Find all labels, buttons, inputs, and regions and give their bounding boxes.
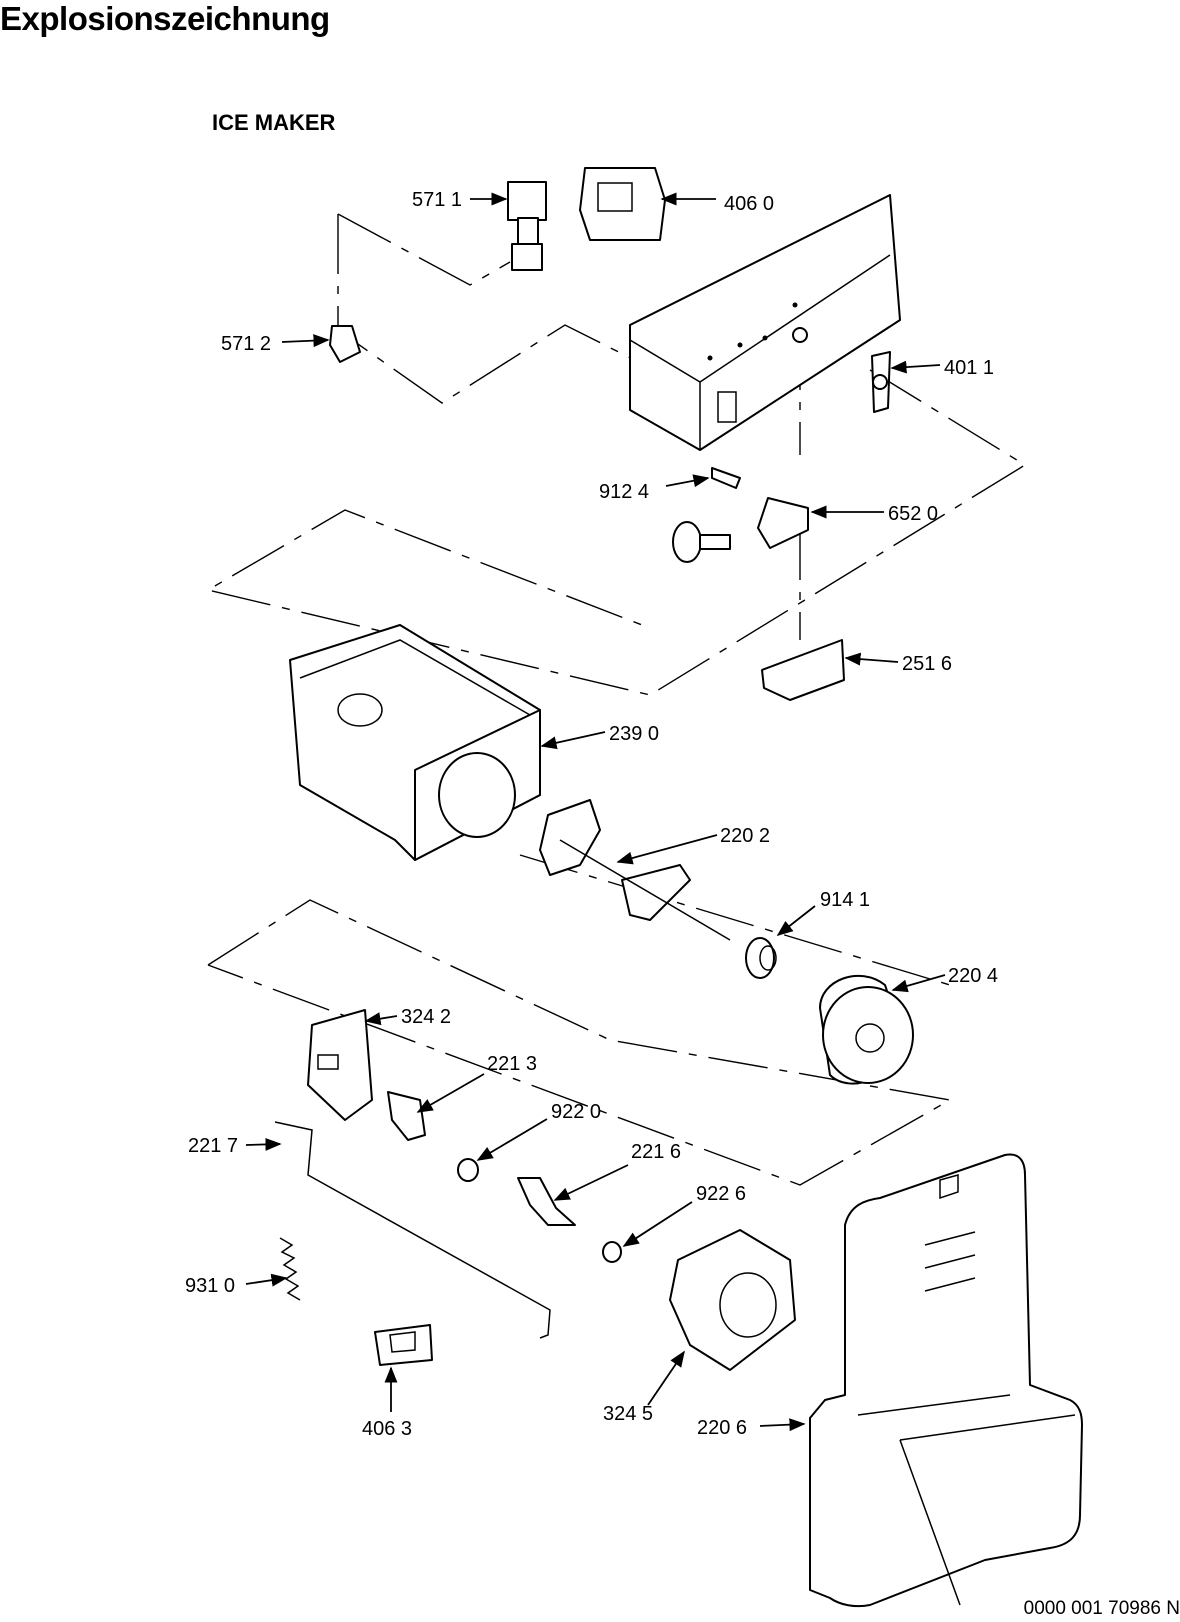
callout-4011: 401 1 — [944, 357, 994, 379]
callout-2202: 220 2 — [720, 825, 770, 847]
shutter-plate-part — [307, 1009, 373, 1121]
control-box-housing — [629, 194, 901, 451]
actuator-arm-part — [517, 1177, 576, 1226]
spring-part — [279, 1237, 301, 1301]
callout-2516: 251 6 — [902, 653, 952, 675]
cover-bracket-part — [761, 639, 845, 701]
page-title: Explosionszeichnung — [0, 0, 330, 37]
callout-3242: 324 2 — [401, 1006, 451, 1028]
callout-labels: 571 1 406 0 571 2 401 1 912 4 652 0 251 … — [185, 189, 998, 1440]
callout-9310: 931 0 — [185, 1275, 235, 1297]
callout-6520: 652 0 — [888, 503, 938, 525]
lamp-socket-part — [672, 497, 809, 563]
clip-bracket-part — [374, 1324, 433, 1366]
callout-3245: 324 5 — [603, 1403, 653, 1425]
callout-4063: 406 3 — [362, 1418, 412, 1440]
gear-housing-part — [669, 1229, 796, 1371]
callout-2206: 220 6 — [697, 1417, 747, 1439]
ice-maker-motor-part — [579, 167, 666, 241]
callout-9141: 914 1 — [820, 889, 870, 911]
ice-bucket-part — [289, 624, 541, 861]
callout-2217: 221 7 — [188, 1135, 238, 1157]
callout-2390: 239 0 — [609, 723, 659, 745]
leader-arrows — [245, 192, 946, 1432]
retaining-ring-part — [602, 1241, 622, 1263]
callout-2216: 221 6 — [631, 1141, 681, 1163]
callout-5712: 571 2 — [221, 333, 271, 355]
clip-part — [871, 351, 891, 413]
callout-4060: 406 0 — [724, 193, 774, 215]
drum-part — [819, 975, 914, 1085]
callout-9124: 912 4 — [599, 481, 649, 503]
document-id: 0000 001 70986 N — [1023, 1598, 1180, 1619]
lever-spring-part — [387, 1091, 426, 1141]
screw-part — [711, 467, 741, 489]
callout-2213: 221 3 — [487, 1053, 537, 1075]
front-cover-part — [809, 1153, 1083, 1608]
washer-part — [457, 1158, 479, 1182]
callout-2204: 220 4 — [948, 965, 998, 987]
bushing-part — [745, 937, 777, 979]
bracket-part — [329, 325, 361, 363]
callout-9220: 922 0 — [551, 1101, 601, 1123]
water-valve-part — [507, 181, 547, 271]
callout-9226: 922 6 — [696, 1183, 746, 1205]
wire-rod-part — [274, 1121, 551, 1339]
callout-5711: 571 1 — [412, 189, 462, 211]
auger-part — [539, 799, 731, 941]
section-title: ICE MAKER — [212, 110, 336, 135]
